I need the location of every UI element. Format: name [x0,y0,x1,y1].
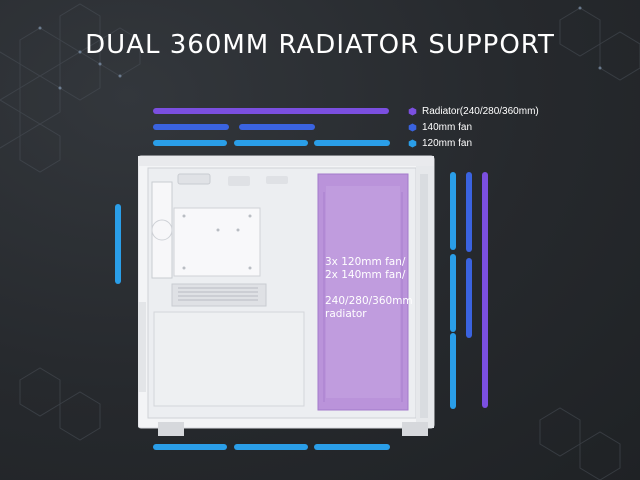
side-120mm-fan-bar [450,333,456,409]
side-120mm-fan-bar [450,254,456,332]
top-140mm-fan-bar [153,124,229,130]
bottom-120mm-fan-bar [314,444,390,450]
legend-label: 140mm fan [422,122,473,133]
radiator-callout: 3x 120mm fan/ 2x 140mm fan/ 240/280/360m… [325,256,413,321]
top-120mm-fan-bar [314,140,390,146]
bottom-120mm-fan-bar [153,444,227,450]
top-140mm-fan-bar [239,124,315,130]
hexagon-icon [408,123,417,132]
page-title: DUAL 360MM RADIATOR SUPPORT [85,30,555,60]
hexagon-icon [408,139,417,148]
legend-item-radiator: Radiator(240/280/360mm) [408,104,539,119]
callout-line: radiator [325,308,367,320]
legend: Radiator(240/280/360mm) 140mm fan 120mm … [408,104,539,152]
side-120mm-fan-bar [450,172,456,250]
pc-case-illustration [138,155,435,436]
side-140mm-fan-bar [466,258,472,338]
legend-item-120mm-fan: 120mm fan [408,136,539,151]
bottom-120mm-fan-bar [234,444,308,450]
rear-120mm-fan-bar [115,204,121,284]
top-radiator-bar [153,108,389,114]
callout-line: 3x 120mm fan/ [325,256,406,268]
side-radiator-bar [482,172,488,408]
callout-line: 2x 140mm fan/ [325,269,406,281]
legend-item-140mm-fan: 140mm fan [408,120,539,135]
hexagon-icon [408,107,417,116]
callout-line: 240/280/360mm [325,295,413,307]
top-120mm-fan-bar [153,140,227,146]
side-140mm-fan-bar [466,172,472,252]
legend-label: Radiator(240/280/360mm) [422,106,539,117]
top-120mm-fan-bar [234,140,308,146]
legend-label: 120mm fan [422,138,473,149]
